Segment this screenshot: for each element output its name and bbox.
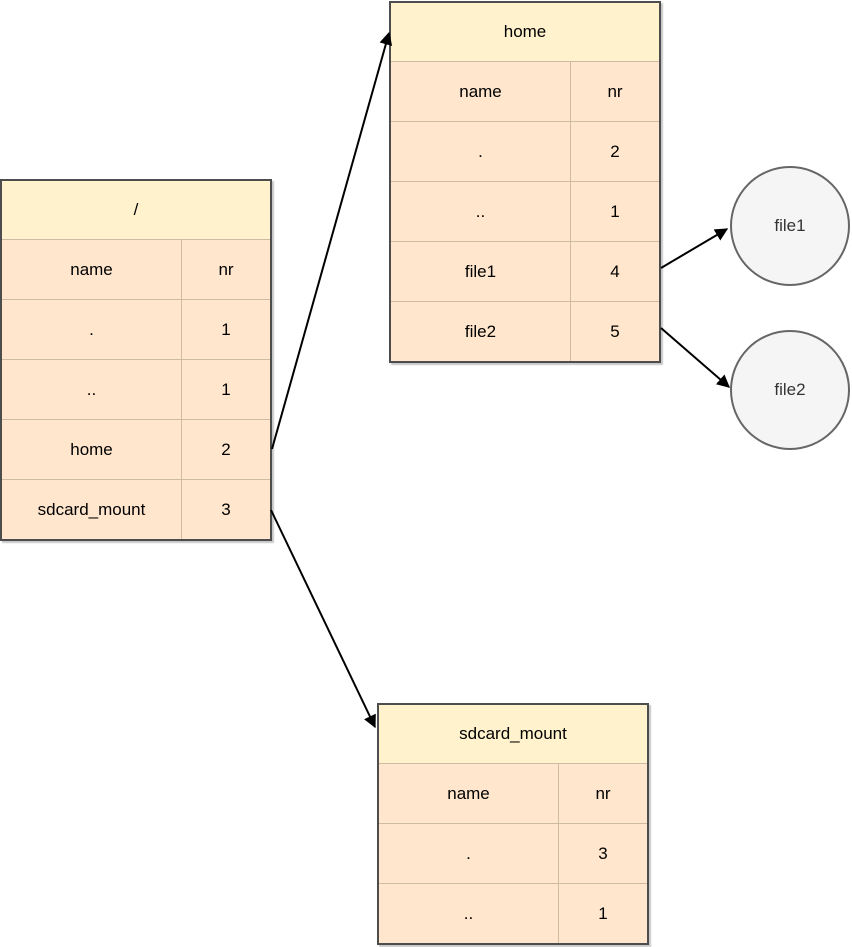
column-header-name: name — [2, 240, 182, 299]
table-row: .. 1 — [2, 359, 270, 419]
cell-nr: 4 — [610, 261, 620, 281]
table-row: . 2 — [391, 121, 659, 181]
cell-name: file1 — [391, 242, 571, 301]
cell-name: .. — [2, 360, 182, 419]
column-header-name: name — [391, 62, 571, 121]
column-header-nr: nr — [218, 259, 234, 279]
table-row: . 3 — [379, 823, 647, 883]
table-row: home 2 — [2, 419, 270, 479]
table-row: file2 5 — [391, 301, 659, 361]
table-home-title: home — [391, 3, 659, 61]
cell-nr: 5 — [610, 321, 620, 341]
table-root-header-row: name nr — [2, 239, 270, 299]
cell-name: . — [379, 824, 559, 883]
table-sdcard-mount-header-row: name nr — [379, 763, 647, 823]
table-home-header-row: name nr — [391, 61, 659, 121]
node-file1: file1 — [730, 166, 850, 286]
table-root: / name nr . 1 .. 1 home 2 sdcard_mount 3 — [0, 179, 272, 541]
column-header-name: name — [379, 764, 559, 823]
cell-nr: 2 — [610, 141, 620, 161]
arrow-home-to-file2 — [660, 327, 730, 388]
table-row: sdcard_mount 3 — [2, 479, 270, 539]
table-sdcard-mount-title: sdcard_mount — [379, 705, 647, 763]
table-row: file1 4 — [391, 241, 659, 301]
cell-nr: 1 — [610, 201, 620, 221]
cell-name: .. — [379, 884, 559, 943]
column-header-nr: nr — [595, 783, 611, 803]
cell-nr: 1 — [221, 379, 231, 399]
node-file1-label: file1 — [774, 216, 806, 235]
cell-name: file2 — [391, 302, 571, 361]
arrow-home-to-file1 — [660, 228, 729, 269]
cell-nr: 3 — [221, 499, 231, 519]
arrow-root-to-home — [271, 31, 393, 450]
cell-nr: 2 — [221, 439, 231, 459]
arrow-root-to-sdcard-mount — [270, 509, 376, 729]
cell-nr: 1 — [221, 319, 231, 339]
table-row: .. 1 — [379, 883, 647, 943]
table-sdcard-mount: sdcard_mount name nr . 3 .. 1 — [377, 703, 649, 945]
node-file2-label: file2 — [774, 380, 806, 399]
table-root-title: / — [2, 181, 270, 239]
cell-name: .. — [391, 182, 571, 241]
table-row: .. 1 — [391, 181, 659, 241]
cell-name: sdcard_mount — [2, 480, 182, 539]
table-home: home name nr . 2 .. 1 file1 4 file2 5 — [389, 1, 661, 363]
cell-name: . — [2, 300, 182, 359]
cell-nr: 3 — [598, 843, 608, 863]
cell-name: . — [391, 122, 571, 181]
cell-name: home — [2, 420, 182, 479]
table-row: . 1 — [2, 299, 270, 359]
cell-nr: 1 — [598, 903, 608, 923]
node-file2: file2 — [730, 330, 850, 450]
column-header-nr: nr — [607, 81, 623, 101]
